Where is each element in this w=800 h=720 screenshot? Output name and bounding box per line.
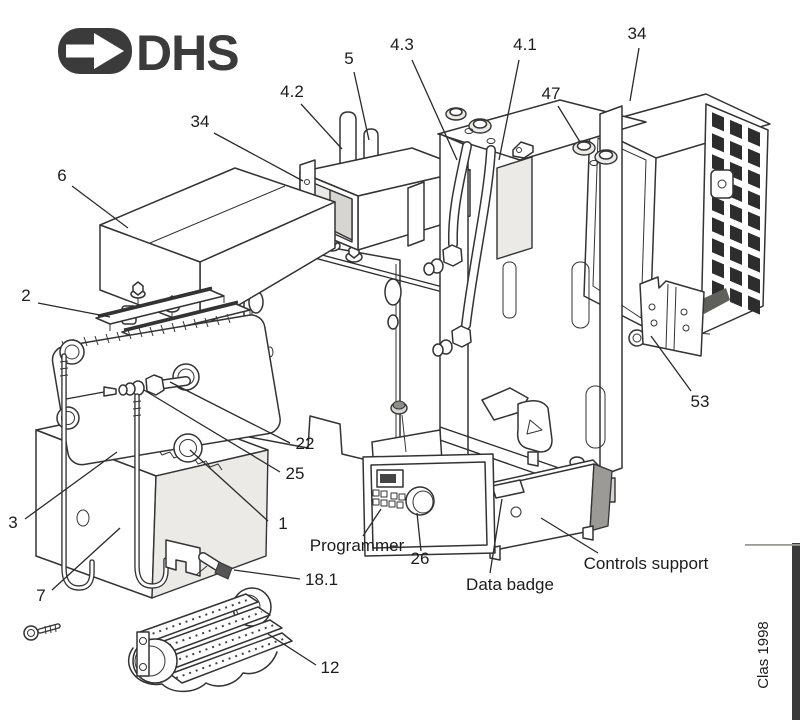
logo-arrow-shaft bbox=[66, 44, 98, 58]
callout-label: 12 bbox=[321, 658, 340, 677]
floating-grommet bbox=[390, 400, 408, 453]
frame-right-column bbox=[599, 105, 623, 477]
flue-hood-assembly bbox=[299, 111, 471, 251]
callouts: 6 2 3 7 34 4.2 5 4.3 bbox=[8, 24, 709, 677]
terminal-rails bbox=[95, 286, 251, 345]
callout-label: 3 bbox=[8, 513, 17, 532]
callout-label: 4.2 bbox=[280, 82, 304, 101]
callout-label: 34 bbox=[191, 112, 210, 131]
programmer-knob bbox=[405, 486, 435, 516]
frame-slot bbox=[502, 261, 517, 319]
svg-text:Programmer: Programmer bbox=[310, 536, 405, 555]
logo-text: DHS bbox=[136, 25, 239, 81]
support-hole bbox=[510, 506, 522, 518]
support-end bbox=[589, 463, 613, 532]
terminal-shadow bbox=[700, 288, 730, 314]
logo-arrow-head-icon bbox=[94, 33, 124, 69]
support-foot bbox=[582, 525, 594, 541]
panel-hole bbox=[589, 160, 599, 166]
panel-hole bbox=[387, 314, 399, 330]
scan-line-artifact bbox=[745, 544, 800, 546]
callout-4-3: 4.3 bbox=[390, 35, 458, 161]
credit-text: Clas 1998 bbox=[755, 621, 772, 689]
support-front bbox=[489, 463, 595, 552]
bolt bbox=[130, 281, 146, 308]
svg-text:Controls support: Controls support bbox=[584, 554, 709, 573]
casing-side bbox=[151, 449, 269, 599]
callout-label: 5 bbox=[344, 49, 353, 68]
panel-hole bbox=[486, 138, 496, 144]
callout-25: 25 bbox=[143, 389, 305, 483]
callout-label: 4.3 bbox=[390, 35, 414, 54]
callout-47: 47 bbox=[542, 84, 581, 143]
burner-rail bbox=[169, 632, 293, 684]
callout-18-1: 18.1 bbox=[233, 569, 338, 589]
mounting-bracket bbox=[628, 276, 705, 357]
svg-text:Data badge: Data badge bbox=[466, 575, 554, 594]
callout-22: 22 bbox=[169, 381, 315, 453]
callout-3: 3 bbox=[8, 451, 118, 532]
casing-hole bbox=[76, 509, 90, 527]
dhs-logo: DHS bbox=[58, 25, 240, 81]
panel-hole bbox=[464, 128, 474, 134]
burner-strap bbox=[136, 631, 150, 677]
ignition-electrode bbox=[165, 539, 233, 580]
frame-slot bbox=[571, 261, 590, 329]
label-data-badge: Data badge bbox=[466, 498, 554, 594]
casing-latch bbox=[481, 387, 553, 467]
callout-label: 6 bbox=[57, 166, 66, 185]
frame-slot bbox=[585, 385, 606, 449]
probe bbox=[65, 391, 105, 400]
callout-4-2: 4.2 bbox=[280, 82, 343, 150]
frame-inner-shade bbox=[496, 156, 533, 260]
callout-7: 7 bbox=[36, 527, 121, 605]
probe-ferrule bbox=[103, 386, 117, 397]
callout-label: 18.1 bbox=[305, 570, 338, 589]
callout-26: 26 bbox=[411, 512, 430, 568]
label-controls-support: Controls support bbox=[540, 517, 709, 573]
callout-label: 25 bbox=[286, 464, 305, 483]
top-bracket bbox=[512, 141, 534, 159]
pipe-4-3 bbox=[423, 141, 472, 276]
burner bbox=[127, 587, 293, 693]
label-programmer: Programmer bbox=[310, 508, 405, 555]
callout-12: 12 bbox=[267, 633, 340, 677]
callout-label: 2 bbox=[21, 286, 30, 305]
fixing-screw bbox=[23, 623, 61, 641]
retaining-rods bbox=[59, 353, 169, 591]
callout-label: 53 bbox=[691, 392, 710, 411]
callout-label: 34 bbox=[628, 24, 647, 43]
callout-1: 1 bbox=[189, 449, 288, 533]
callout-34-right: 34 bbox=[628, 24, 647, 102]
callout-6: 6 bbox=[57, 166, 129, 229]
callout-label: 7 bbox=[36, 586, 45, 605]
grommet bbox=[445, 107, 618, 165]
scan-edge-artifact bbox=[792, 543, 800, 720]
callout-4-1: 4.1 bbox=[498, 35, 537, 161]
callout-label: 1 bbox=[278, 514, 287, 533]
part-labels: Programmer Data badge Controls support bbox=[310, 498, 709, 594]
callout-5: 5 bbox=[344, 49, 370, 141]
panel-hole bbox=[384, 278, 402, 306]
callout-label: 26 bbox=[411, 549, 430, 568]
callout-label: 22 bbox=[296, 434, 315, 453]
data-badge-plate bbox=[491, 479, 525, 499]
callout-2: 2 bbox=[21, 286, 111, 318]
callout-34-left: 34 bbox=[191, 112, 304, 182]
main-frame bbox=[423, 99, 647, 503]
callout-label: 47 bbox=[542, 84, 561, 103]
programmer-display-screen bbox=[380, 474, 396, 483]
electrode-connector bbox=[214, 561, 233, 580]
programmer-panel bbox=[362, 453, 496, 557]
programmer-buttons bbox=[372, 489, 406, 509]
terminal-latch bbox=[710, 169, 734, 199]
callout-label: 4.1 bbox=[513, 35, 537, 54]
screw-head bbox=[23, 625, 39, 641]
flue-hood-post bbox=[407, 181, 425, 247]
callout-53: 53 bbox=[650, 335, 710, 411]
fitting-nut bbox=[145, 374, 165, 396]
pipe-4-1 bbox=[432, 145, 496, 357]
heat-exchanger bbox=[51, 313, 281, 466]
